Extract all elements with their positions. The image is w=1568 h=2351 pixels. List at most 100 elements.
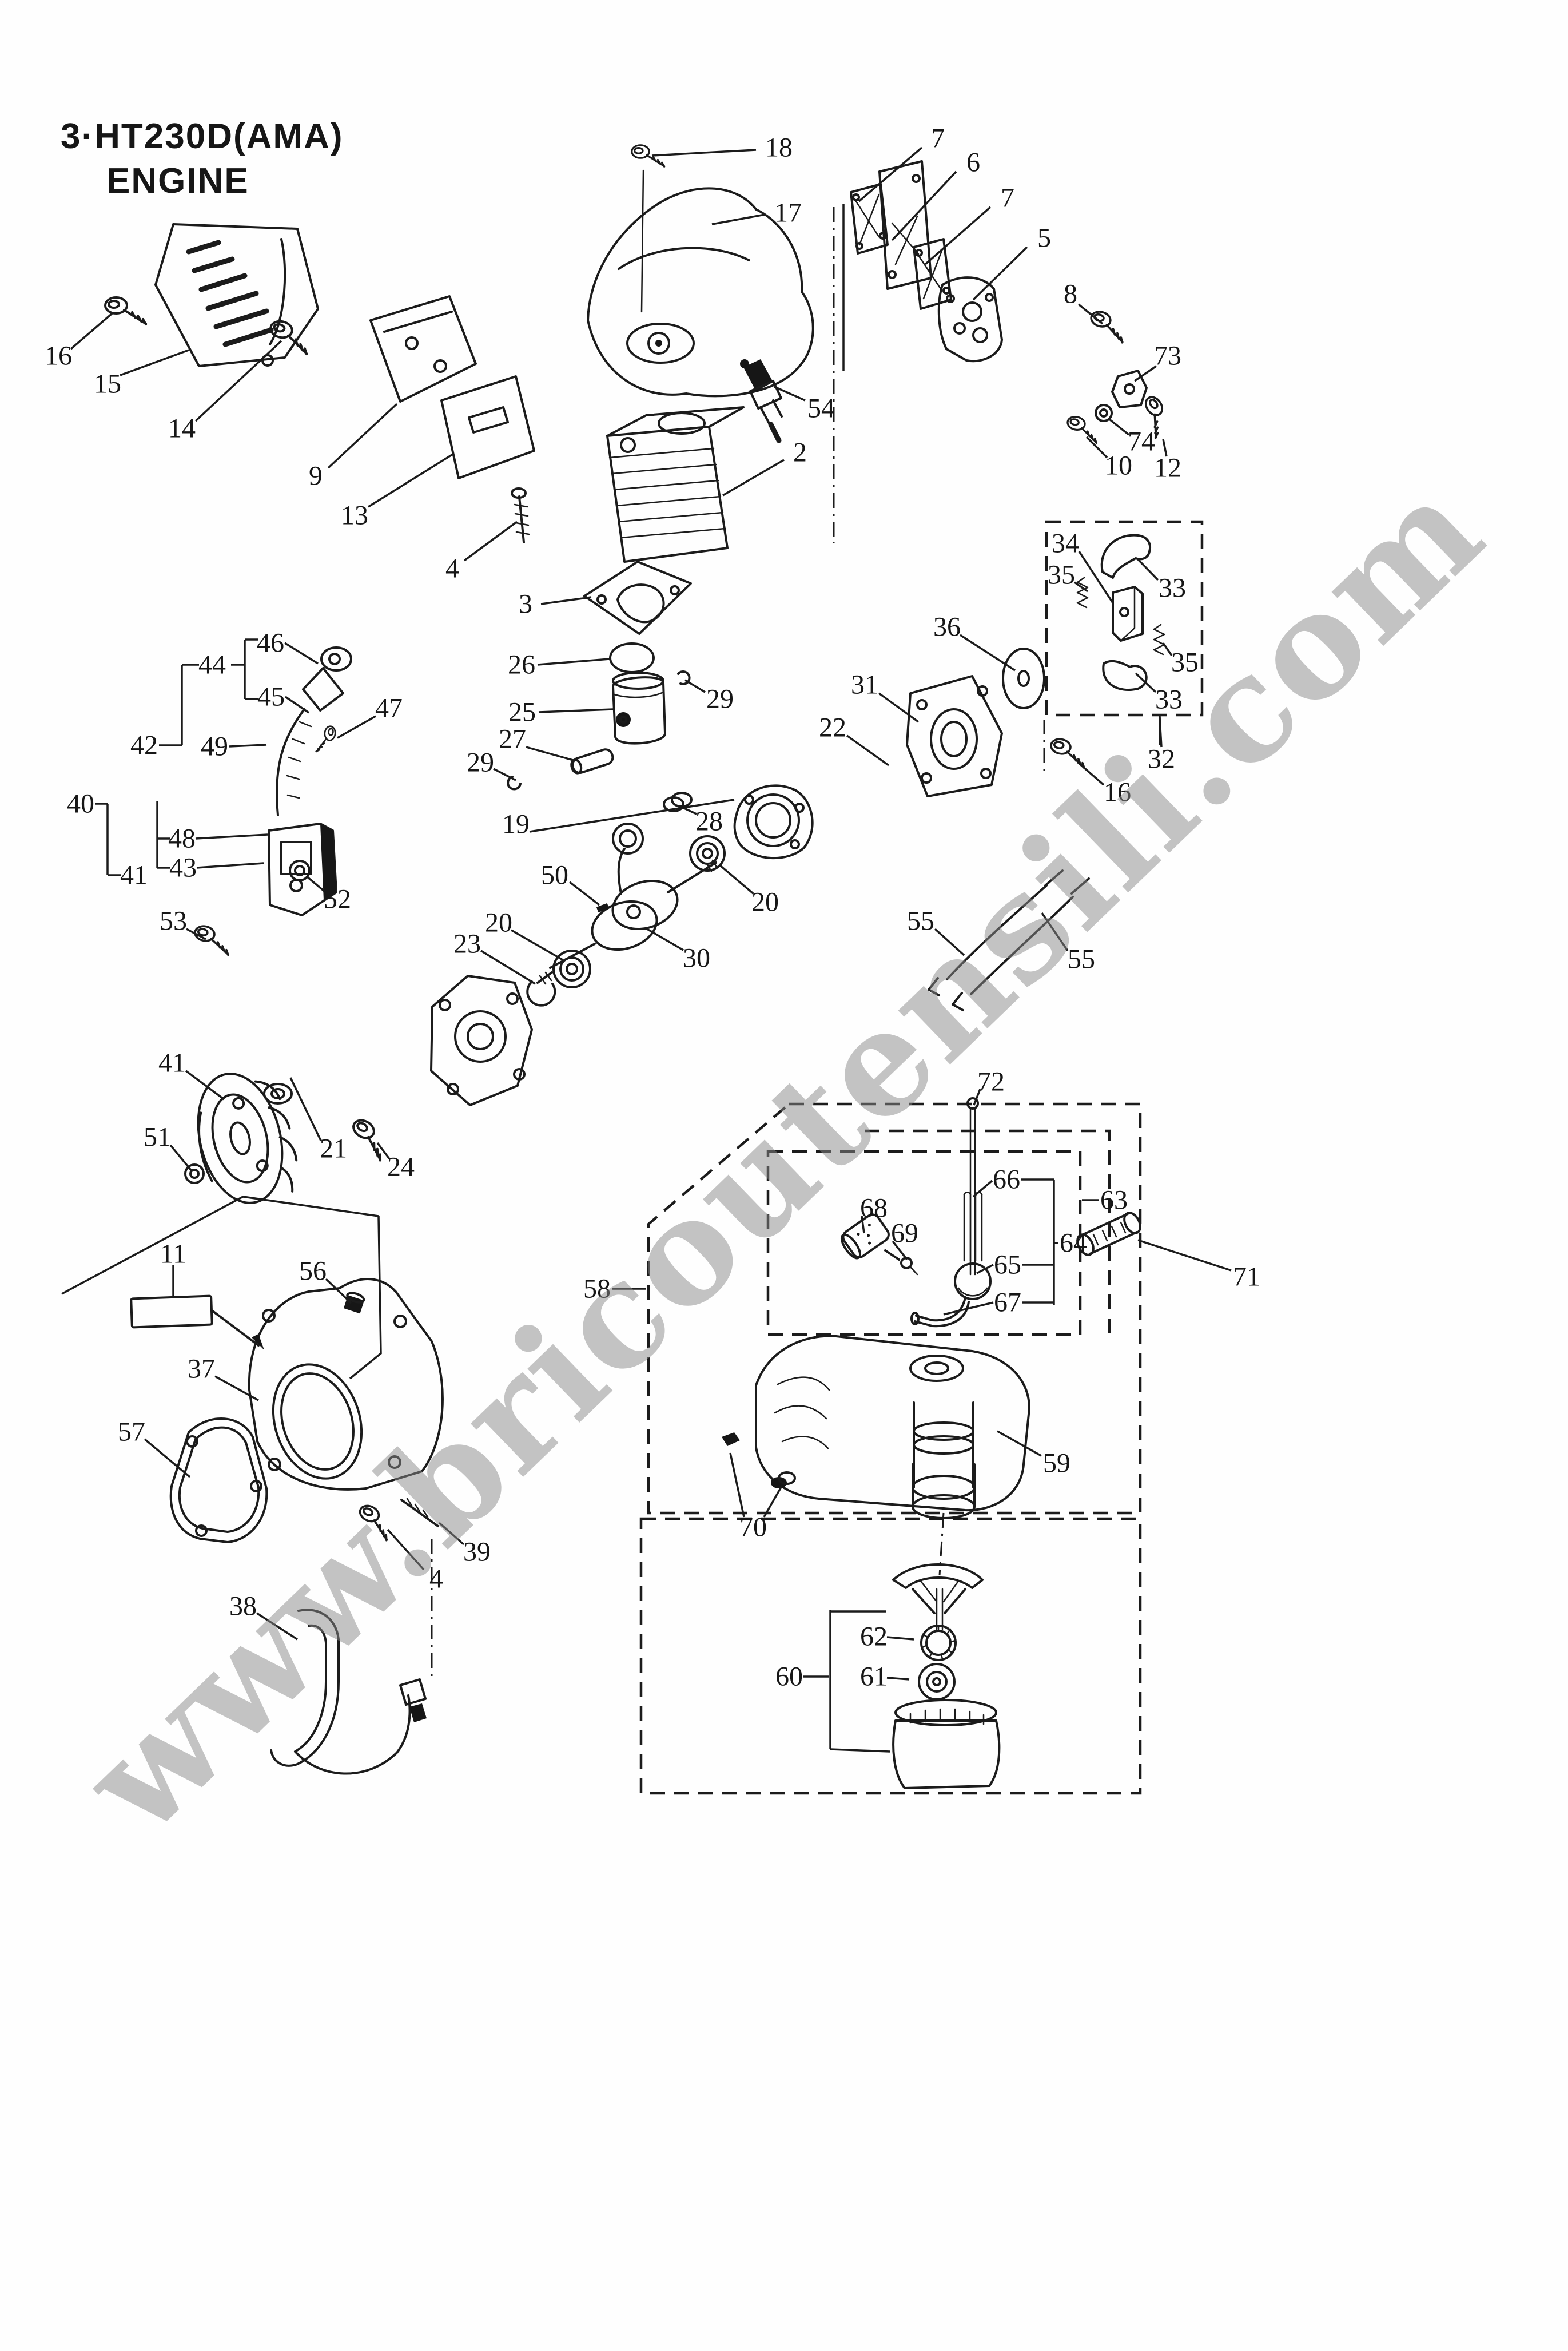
- crankshaft-drawing: [536, 823, 718, 985]
- part-label: 63: [1100, 1185, 1128, 1216]
- part-label: 17: [774, 197, 802, 228]
- wires-55-drawing: [928, 869, 1090, 1011]
- air-cover-drawing: [587, 187, 814, 398]
- plug-cap-drawing: [276, 646, 352, 816]
- part-label: 42: [130, 730, 158, 761]
- mount-73-74-drawing: [1095, 370, 1148, 422]
- part-label: 44: [198, 649, 226, 680]
- title-engine: ENGINE: [106, 161, 249, 201]
- bearing-left-drawing: [552, 950, 591, 988]
- part-label: 30: [683, 943, 710, 974]
- part-label: 12: [1154, 452, 1181, 483]
- part-label: 37: [188, 1353, 215, 1384]
- part-label: 4: [429, 1563, 443, 1594]
- title-model: 3·HT230D(AMA): [61, 117, 344, 156]
- gasket-57-drawing: [169, 1417, 268, 1543]
- starter-cover-drawing: [248, 1278, 444, 1491]
- part-label: 3: [519, 589, 532, 619]
- diagram-title: 3·HT230D(AMA) ENGINE: [61, 114, 343, 203]
- part-label: 60: [775, 1661, 803, 1692]
- part-label: 14: [168, 413, 196, 444]
- ignition-coil-drawing: [268, 823, 337, 916]
- spring-bolt-4-drawing: [511, 487, 530, 543]
- part-label: 64: [1060, 1228, 1087, 1258]
- part-label: 20: [485, 907, 512, 938]
- part-label: 51: [144, 1122, 171, 1153]
- starter-handle-drawing: [270, 1609, 427, 1775]
- part-label: 47: [375, 693, 403, 724]
- crankcase-right-drawing: [733, 784, 814, 859]
- pin-clips-drawing: [507, 670, 691, 791]
- muffler-5-drawing: [937, 276, 1003, 363]
- part-label: 70: [739, 1512, 767, 1543]
- bearing-right-drawing: [689, 835, 726, 872]
- part-label: 25: [508, 697, 536, 728]
- flywheel-drawing: [197, 1073, 298, 1204]
- part-label: 55: [907, 906, 934, 936]
- part-label: 10: [1105, 450, 1132, 481]
- part-label: 33: [1155, 684, 1183, 715]
- part-label: 31: [851, 669, 878, 700]
- piston-drawing: [612, 672, 666, 745]
- part-label: 16: [1104, 777, 1131, 808]
- part-label: 46: [257, 628, 284, 658]
- part-label: 35: [1171, 647, 1199, 678]
- part-label: 45: [257, 681, 285, 712]
- part-label: 59: [1043, 1448, 1070, 1479]
- part-label: 24: [387, 1151, 415, 1182]
- key-50-drawing: [596, 903, 610, 913]
- part-label: 18: [765, 132, 793, 163]
- part-label: 20: [751, 887, 779, 918]
- part-label: 7: [1001, 182, 1014, 213]
- part-label: 56: [299, 1256, 327, 1286]
- part-label: 74: [1128, 426, 1155, 457]
- part-label: 22: [819, 712, 846, 743]
- fan-cover-drawing: [154, 223, 319, 367]
- part-label: 27: [499, 724, 526, 754]
- part-label: 73: [1154, 340, 1181, 371]
- part-label: 49: [201, 731, 228, 762]
- part-label: 41: [120, 860, 148, 891]
- part-label: 6: [966, 147, 980, 178]
- part-label: 40: [67, 788, 94, 819]
- part-label: 71: [1233, 1261, 1260, 1292]
- part-label: 72: [977, 1066, 1005, 1097]
- part-label: 32: [1148, 744, 1175, 775]
- part-label: 48: [168, 823, 196, 854]
- part-label: 43: [169, 852, 197, 883]
- part-label: 69: [891, 1218, 918, 1249]
- blank-label-11-drawing: [130, 1294, 264, 1350]
- part-label: 34: [1052, 528, 1079, 559]
- base-gasket-drawing: [583, 561, 692, 635]
- tube-71-drawing: [1076, 1212, 1141, 1256]
- heat-plate-drawing: [440, 375, 535, 479]
- circlip-23-drawing: [526, 980, 556, 1007]
- part-label: 8: [1064, 279, 1077, 309]
- part-label: 23: [453, 928, 481, 959]
- part-label: 16: [45, 340, 72, 371]
- part-label: 36: [933, 611, 961, 642]
- muffler-bracket-drawing: [369, 295, 477, 403]
- part-label: 65: [994, 1249, 1021, 1280]
- fuel-tank-drawing: [755, 1335, 1030, 1519]
- part-label: 50: [541, 860, 568, 891]
- fuel-pickup-drawing: [840, 1097, 992, 1328]
- part-label: 15: [94, 368, 121, 399]
- part-label: 39: [463, 1536, 491, 1567]
- part-label: 5: [1037, 223, 1051, 253]
- part-label: 61: [860, 1661, 888, 1692]
- part-label: 52: [324, 884, 351, 915]
- cylinder-drawing: [606, 406, 745, 563]
- part-label: 38: [229, 1591, 257, 1622]
- part-label: 41: [158, 1047, 186, 1078]
- part-label: 35: [1048, 559, 1075, 590]
- nut-51-drawing: [184, 1163, 205, 1184]
- starter-pulley-drawing: [263, 1083, 293, 1105]
- part-label: 28: [695, 806, 723, 837]
- cap-assembly-drawing: [892, 1563, 1001, 1789]
- part-label: 4: [445, 553, 459, 584]
